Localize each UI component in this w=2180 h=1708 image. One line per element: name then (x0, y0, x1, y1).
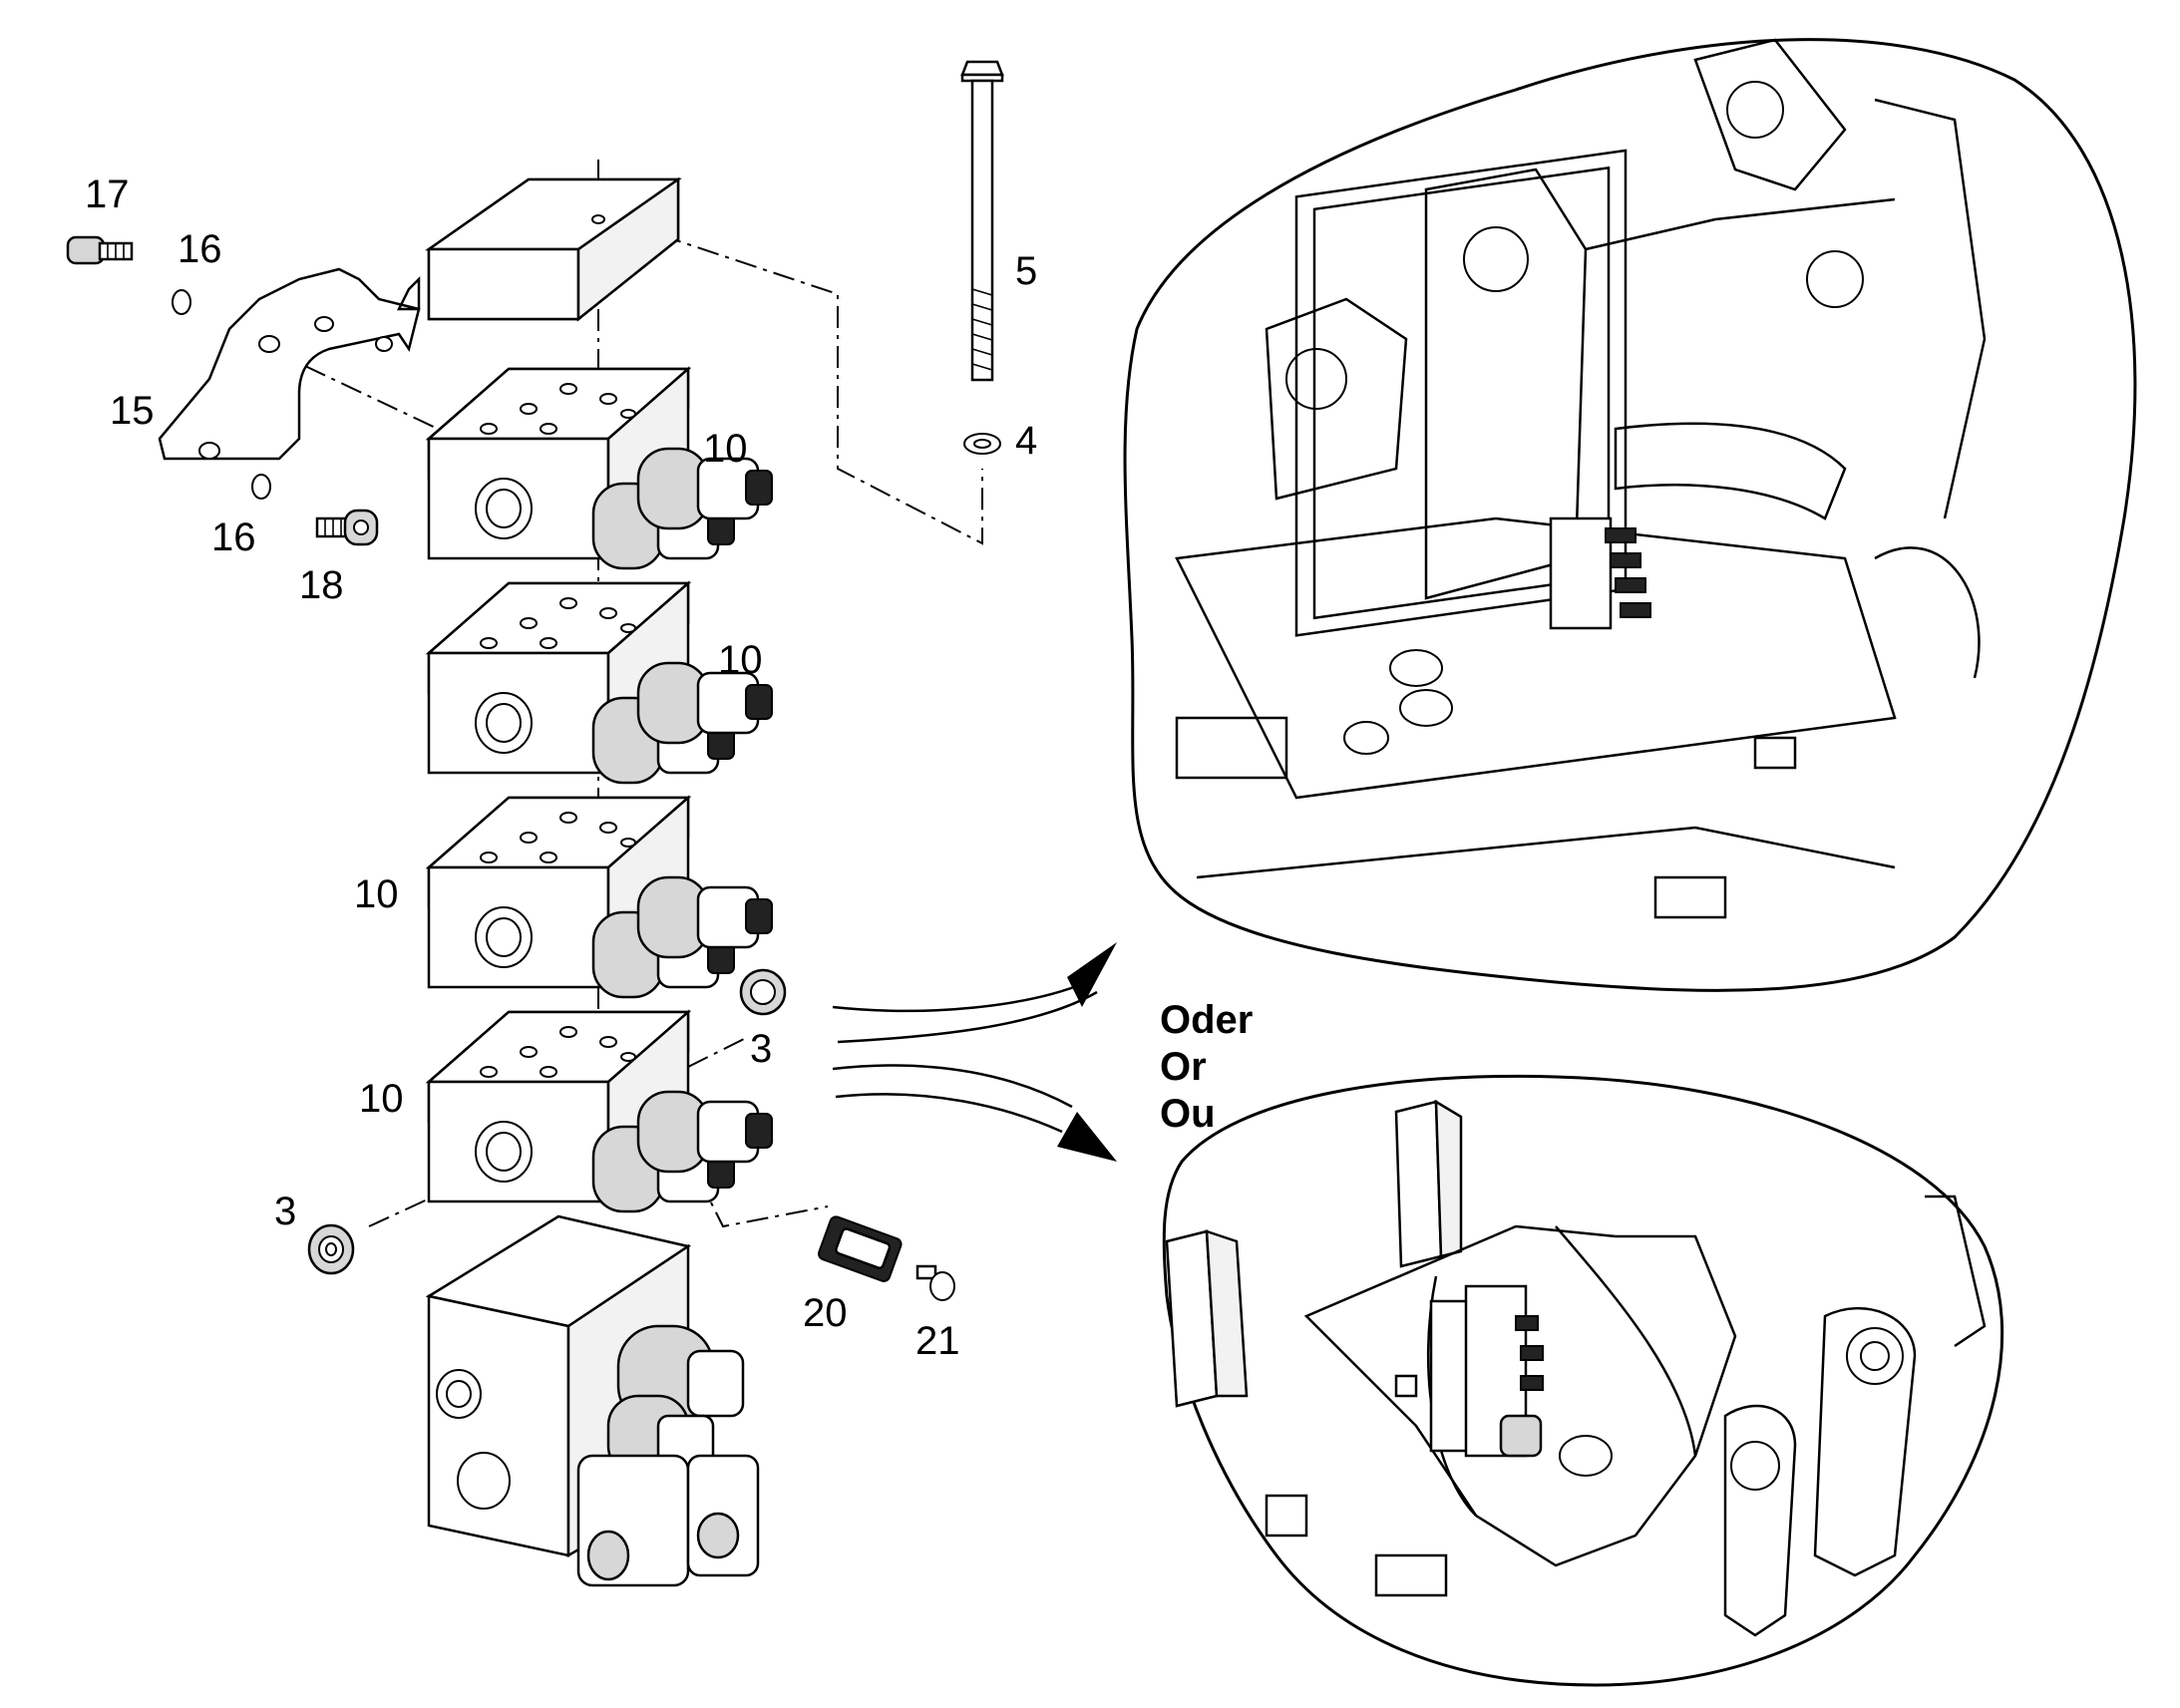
washer-16a (172, 289, 191, 315)
alternative-valve-block (425, 1214, 760, 1587)
callout-10c: 10 (354, 872, 399, 916)
callout-10a: 10 (703, 427, 748, 471)
callout-15: 15 (110, 389, 155, 433)
callout-3a: 3 (750, 1027, 772, 1071)
washer-4 (963, 433, 1001, 455)
upper-frame-assembly (1123, 38, 2137, 992)
connector-20 (818, 1215, 903, 1282)
assembly-line-bracket (268, 348, 460, 440)
callout-3b: 3 (274, 1190, 296, 1233)
arrow-lower (832, 1064, 1117, 1162)
plug-3b (307, 1223, 355, 1275)
pin-21 (915, 1264, 955, 1301)
lower-frame-assembly (1162, 1074, 2004, 1687)
alternative-label-fr: Ou (1160, 1092, 1216, 1136)
callout-16b: 16 (211, 515, 256, 559)
cover-plate (425, 176, 682, 322)
arrow-upper (832, 942, 1117, 1044)
screw-18 (315, 509, 379, 546)
callout-18: 18 (299, 563, 344, 607)
mounting-bracket (158, 267, 421, 461)
callout-17: 17 (85, 172, 130, 216)
long-bolt (960, 60, 1004, 382)
alternative-label-en: Or (1160, 1045, 1207, 1089)
callout-20: 20 (803, 1291, 848, 1335)
valve-block-3 (427, 796, 774, 999)
callout-21: 21 (915, 1319, 960, 1363)
callout-10b: 10 (718, 638, 763, 682)
valve-block-2 (427, 581, 774, 785)
callout-16a: 16 (178, 227, 222, 271)
washer-16b (251, 474, 271, 500)
callout-4: 4 (1015, 419, 1037, 463)
alternative-label-de: Oder (1160, 998, 1253, 1042)
screw-17 (66, 235, 134, 265)
callout-10d: 10 (359, 1077, 404, 1121)
callout-5: 5 (1015, 249, 1037, 293)
valve-block-4 (427, 1010, 774, 1213)
plug-3a (739, 968, 787, 1016)
assembly-line-plug-3a (687, 1036, 749, 1068)
